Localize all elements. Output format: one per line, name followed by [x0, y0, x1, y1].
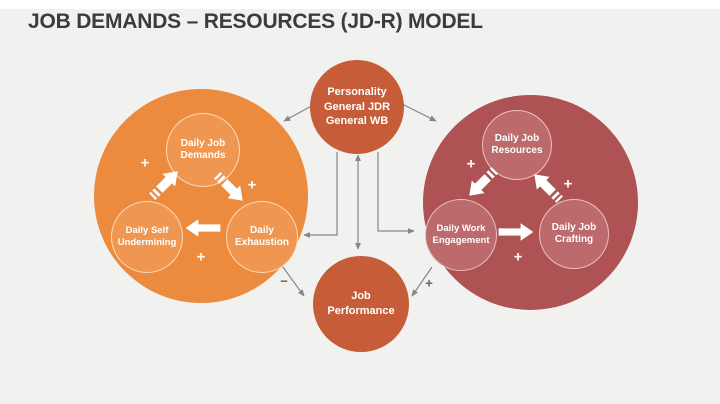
connector-hub-to-right-cluster: [399, 102, 437, 122]
hub-personality-circle: Personality General JDR General WB: [310, 60, 404, 154]
page-title: JOB DEMANDS – RESOURCES (JD-R) MODEL: [28, 10, 483, 33]
hub-job-performance-circle: Job Performance: [313, 256, 409, 352]
connector-hub-to-exhaustion: [303, 152, 338, 238]
minus-sign-exhaustion-to-performance: −: [280, 273, 288, 289]
node-daily-self-undermining: Daily Self Undermining: [111, 201, 183, 273]
striped-arrow-crafting-to-resources-icon: [534, 174, 563, 203]
node-daily-work-engagement: Daily Work Engagement: [425, 199, 497, 271]
node-daily-job-demands: Daily Job Demands: [166, 113, 240, 187]
striped-arrow-resources-to-engagement-icon: [469, 167, 498, 196]
striped-arrow-demands-to-exhaustion-icon: [214, 172, 243, 201]
block-arrow-exhaustion-to-undermining-icon: [185, 219, 221, 237]
plus-sign-undermining-to-demands: +: [140, 154, 150, 172]
connector-hub-to-engagement: [377, 152, 415, 234]
plus-sign-demands-to-exhaustion: +: [247, 176, 257, 194]
striped-arrow-undermining-to-demands-icon: [149, 171, 178, 200]
plus-sign-resources-to-engagement: +: [466, 155, 476, 173]
node-daily-job-crafting: Daily Job Crafting: [539, 199, 609, 269]
plus-sign-engagement-to-crafting: +: [513, 248, 523, 266]
node-daily-job-resources: Daily Job Resources: [482, 110, 552, 180]
plus-sign-exhaustion-to-undermining: +: [196, 248, 206, 266]
connector-engagement-to-performance: [411, 266, 433, 297]
plus-sign-crafting-to-resources: +: [563, 175, 573, 193]
node-daily-exhaustion: Daily Exhaustion: [226, 201, 298, 273]
block-arrow-engagement-to-crafting-icon: [498, 223, 534, 241]
plus-sign-engagement-to-performance: +: [425, 275, 433, 291]
top-strip: [0, 0, 720, 9]
connector-exhaustion-to-performance: [279, 262, 305, 297]
